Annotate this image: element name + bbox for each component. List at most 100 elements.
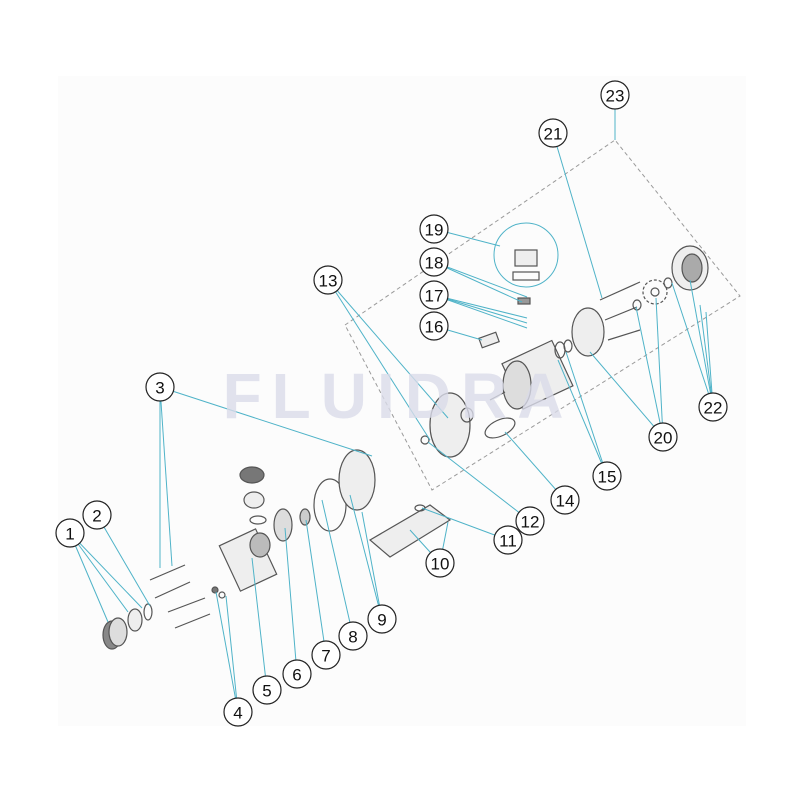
- callout-number: 11: [499, 532, 517, 551]
- leader-line-13: [327, 279, 449, 419]
- callout-circle: [493, 525, 523, 555]
- leader-line-18: [433, 261, 528, 298]
- callout-circle: [592, 461, 622, 491]
- callout-circle: [367, 604, 397, 634]
- fluidra-watermark: FLUIDRA: [223, 360, 574, 432]
- callout-circle: [425, 548, 455, 578]
- leader-line-18: [433, 261, 523, 303]
- callout-number: 3: [155, 379, 164, 398]
- callout-19: 19: [419, 214, 449, 244]
- callout-number: 4: [233, 704, 242, 723]
- leader-line-1: [69, 532, 143, 609]
- callout-5: 5: [252, 675, 282, 705]
- callout-11: 11: [493, 525, 523, 555]
- callout-circle: [419, 280, 449, 310]
- leader-line-1: [69, 532, 109, 623]
- callout-6: 6: [282, 659, 312, 689]
- callout-number: 10: [431, 555, 450, 574]
- leader-line-21: [552, 132, 603, 299]
- callout-number: 5: [262, 682, 271, 701]
- callout-circle: [313, 265, 343, 295]
- callout-4: 4: [223, 697, 253, 727]
- base-part: [368, 504, 452, 558]
- callout-circle: [223, 697, 253, 727]
- callout-number: 12: [521, 513, 540, 532]
- callout-number: 6: [292, 666, 301, 685]
- leader-line-22: [671, 282, 714, 408]
- callout-number: 7: [321, 647, 330, 666]
- callout-circle: [550, 485, 580, 515]
- leader-line-15: [557, 359, 608, 477]
- callout-7: 7: [311, 640, 341, 670]
- leader-line-20: [655, 297, 664, 438]
- callout-number: 9: [377, 611, 386, 630]
- callout-number: 20: [654, 429, 673, 448]
- callout-3: 3: [145, 372, 175, 402]
- callout-23: 23: [600, 80, 630, 110]
- leader-line-22: [699, 304, 714, 408]
- callout-number: 15: [598, 468, 617, 487]
- callout-1: 1: [55, 518, 85, 548]
- leader-line-15: [565, 351, 608, 477]
- callout-circle: [538, 118, 568, 148]
- callout-21: 21: [538, 118, 568, 148]
- callout-circle: [419, 311, 449, 341]
- callout-circle: [55, 518, 85, 548]
- callout-circle: [252, 675, 282, 705]
- callout-17: 17: [419, 280, 449, 310]
- leader-line-20: [635, 306, 664, 438]
- callout-16: 16: [419, 311, 449, 341]
- callout-number: 21: [544, 125, 563, 144]
- callout-number: 19: [425, 221, 444, 240]
- capacitor-part: [478, 331, 500, 349]
- callout-circle: [419, 214, 449, 244]
- callout-22: 22: [698, 392, 728, 422]
- leader-line-22: [689, 279, 714, 408]
- leader-line-1: [69, 532, 129, 613]
- callout-15: 15: [592, 461, 622, 491]
- leader-line-2: [96, 514, 151, 607]
- callout-number: 1: [65, 525, 74, 544]
- callout-circle: [419, 247, 449, 277]
- callout-circle: [311, 640, 341, 670]
- terminal-box-detail-circle: [493, 222, 559, 288]
- leader-line-4: [225, 595, 239, 713]
- callout-2: 2: [82, 500, 112, 530]
- leader-line-17: [433, 294, 528, 319]
- parts-drawings: [102, 245, 709, 650]
- motor-part: [489, 339, 574, 410]
- leader-line-4: [215, 591, 239, 713]
- leader-line-11: [421, 507, 509, 541]
- leader-line-3: [159, 386, 373, 457]
- impeller-part: [273, 449, 376, 542]
- callout-circle: [82, 500, 112, 530]
- callout-14: 14: [550, 485, 580, 515]
- callout-number: 13: [319, 272, 338, 291]
- callout-number: 8: [348, 628, 357, 647]
- callout-circle: [338, 621, 368, 651]
- screws-part: [149, 564, 211, 629]
- union-nut-part: [102, 603, 153, 650]
- callout-12: 12: [515, 506, 545, 536]
- callout-number: 17: [425, 287, 444, 306]
- leader-line-8: [321, 499, 354, 637]
- motor-assembly-outline: [344, 139, 741, 491]
- leader-line-14: [504, 431, 566, 501]
- leader-line-13: [327, 279, 431, 441]
- callout-18: 18: [419, 247, 449, 277]
- fan-cover-part: [671, 245, 709, 291]
- callout-number: 23: [606, 87, 625, 106]
- callout-20: 20: [648, 422, 678, 452]
- callout-number: 14: [556, 492, 575, 511]
- callout-circle: [515, 506, 545, 536]
- leader-line-3: [159, 386, 173, 567]
- callout-circle: [698, 392, 728, 422]
- callout-circle: [145, 372, 175, 402]
- leader-line-17: [433, 294, 528, 324]
- callout-10: 10: [425, 548, 455, 578]
- leader-line-12: [427, 441, 531, 522]
- terminal-box-part: [512, 249, 540, 305]
- callout-13: 13: [313, 265, 343, 295]
